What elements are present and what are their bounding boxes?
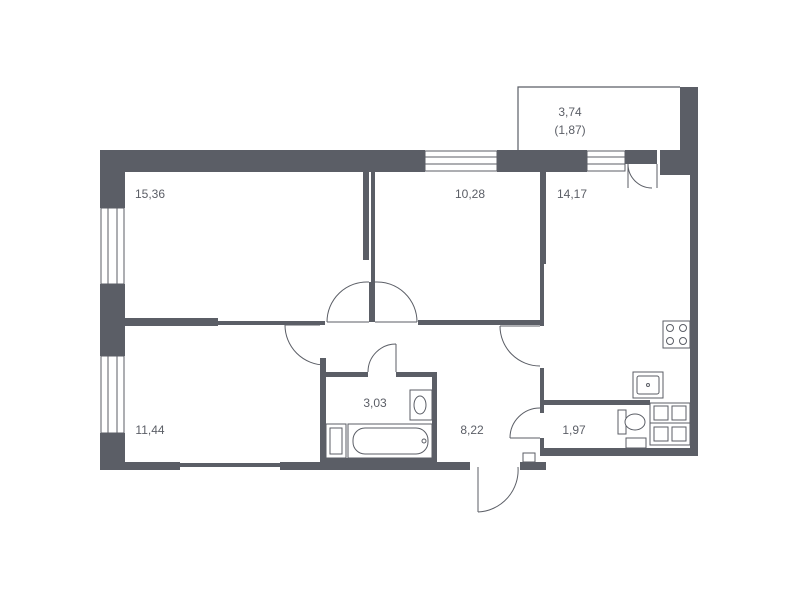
fixtures — [325, 320, 691, 463]
room-area-balcony: 3,74 — [558, 105, 582, 119]
room-area-toilet: 1,97 — [562, 423, 586, 437]
stove-icon — [662, 320, 691, 349]
room-area-bedroom-2: 10,28 — [454, 187, 486, 201]
room-area-bedroom-1: 15,36 — [134, 187, 166, 201]
balcony-outline — [517, 86, 680, 150]
toilet-sink-icon — [625, 437, 647, 449]
doors — [284, 163, 658, 513]
room-area-hallway: 8,22 — [460, 423, 484, 437]
windows — [100, 150, 626, 434]
shelf-icon — [522, 452, 536, 463]
room-area-bedroom-3: 11,44 — [135, 423, 165, 437]
room-reduced-area-balcony: (1,87) — [554, 123, 586, 137]
walls — [100, 87, 698, 470]
room-area-bathroom: 3,03 — [363, 396, 387, 410]
room-area-kitchen-living: 14,17 — [556, 187, 588, 201]
